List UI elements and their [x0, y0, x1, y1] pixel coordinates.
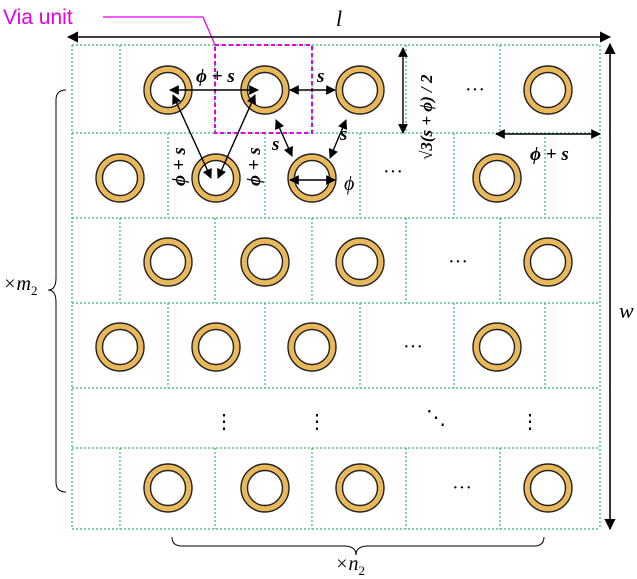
cols-brace: [171, 536, 545, 556]
via-ring: [240, 237, 290, 287]
via-ring: [143, 237, 193, 287]
via-ring: [335, 65, 385, 115]
pitch-label-vert-left: ϕ + s: [169, 147, 190, 186]
gap-label-3: s: [339, 124, 347, 145]
via-unit-leader: [103, 16, 216, 46]
h-ellipsis-row3: ···: [448, 251, 468, 273]
h-ellipsis-row5: ···: [452, 477, 472, 499]
via-ring: [143, 463, 193, 513]
v-ellipsis-right: ⋮: [520, 411, 540, 433]
dimension-arrows: [169, 47, 601, 185]
v-ellipsis-left: ⋮: [214, 411, 234, 433]
via-ring: [523, 65, 573, 115]
h-ellipsis-row2: ···: [383, 161, 403, 183]
via-ring: [335, 237, 385, 287]
pitch-label-right: ϕ + s: [530, 144, 569, 165]
via-ring: [472, 322, 522, 372]
h-ellipsis-row4: ···: [403, 336, 423, 358]
cols-multiplier: ×n2: [335, 553, 365, 578]
rows-multiplier: ×m2: [3, 273, 37, 298]
via-unit-label: Via unit: [3, 6, 73, 29]
h-ellipsis-row1: ···: [465, 79, 485, 101]
via-ring: [472, 153, 522, 203]
gap-label-1: s: [316, 66, 324, 87]
width-label: w: [619, 298, 634, 323]
via-ring: [95, 153, 145, 203]
via-ring: [240, 463, 290, 513]
via-ring: [95, 322, 145, 372]
gap-label-2: s: [271, 134, 279, 155]
via-ring: [287, 322, 337, 372]
via-ring: [335, 463, 385, 513]
row-pitch-label: √3(s + ϕ) / 2: [417, 74, 436, 160]
ellipsis-markers: ··· ··· ··· ··· ··· ⋮ ⋮ ⋮ ⋱: [214, 79, 540, 499]
diameter-label: ϕ: [344, 173, 354, 195]
rows-brace: [47, 89, 67, 493]
diag-ellipsis: ⋱: [426, 407, 446, 429]
via-ring: [191, 322, 241, 372]
pitch-label-top: ϕ + s: [196, 66, 235, 87]
via-ring: [191, 153, 241, 203]
via-ring: [523, 463, 573, 513]
length-label: l: [336, 6, 342, 31]
cell-grid: [71, 44, 601, 530]
pitch-label-vert-right: ϕ + s: [244, 147, 265, 186]
via-ring: [523, 237, 573, 287]
v-ellipsis-mid: ⋮: [307, 411, 327, 433]
via-ring: [287, 153, 337, 203]
